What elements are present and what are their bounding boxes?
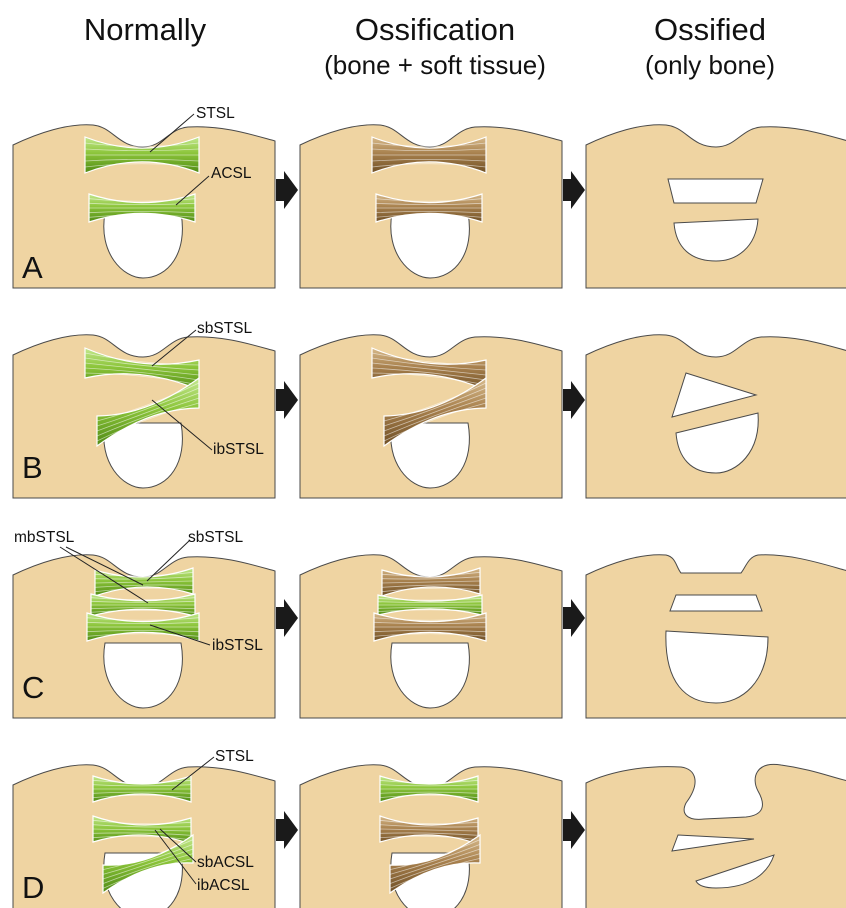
row-letter-d: D (22, 872, 44, 903)
label-a-acsl: ACSL (211, 166, 252, 182)
row-letter-a: A (22, 252, 43, 283)
right-arrow-icon (563, 811, 585, 849)
ossified-hole-upper (670, 595, 762, 611)
bone-panel (586, 335, 846, 498)
label-c-sbstsl: sbSTSL (188, 530, 243, 546)
label-b-ibstsl: ibSTSL (213, 442, 264, 458)
right-arrow-icon (563, 599, 585, 637)
label-d-ibacsl: ibACSL (197, 878, 250, 894)
row-letter-c: C (22, 672, 44, 703)
right-arrow-icon (276, 599, 298, 637)
label-a-stsl: STSL (196, 106, 235, 122)
row-letter-b: B (22, 452, 43, 483)
right-arrow-icon (276, 811, 298, 849)
label-d-stsl: STSL (215, 749, 254, 765)
ossified-hole-upper (668, 179, 763, 203)
right-arrow-icon (563, 171, 585, 209)
right-arrow-icon (563, 381, 585, 419)
label-d-sbacsl: sbACSL (197, 855, 254, 871)
label-c-mbstsl: mbSTSL (14, 530, 74, 546)
bone-panel (586, 125, 846, 288)
right-arrow-icon (276, 381, 298, 419)
label-c-ibstsl: ibSTSL (212, 638, 263, 654)
right-arrow-icon (276, 171, 298, 209)
label-b-sbstsl: sbSTSL (197, 321, 252, 337)
